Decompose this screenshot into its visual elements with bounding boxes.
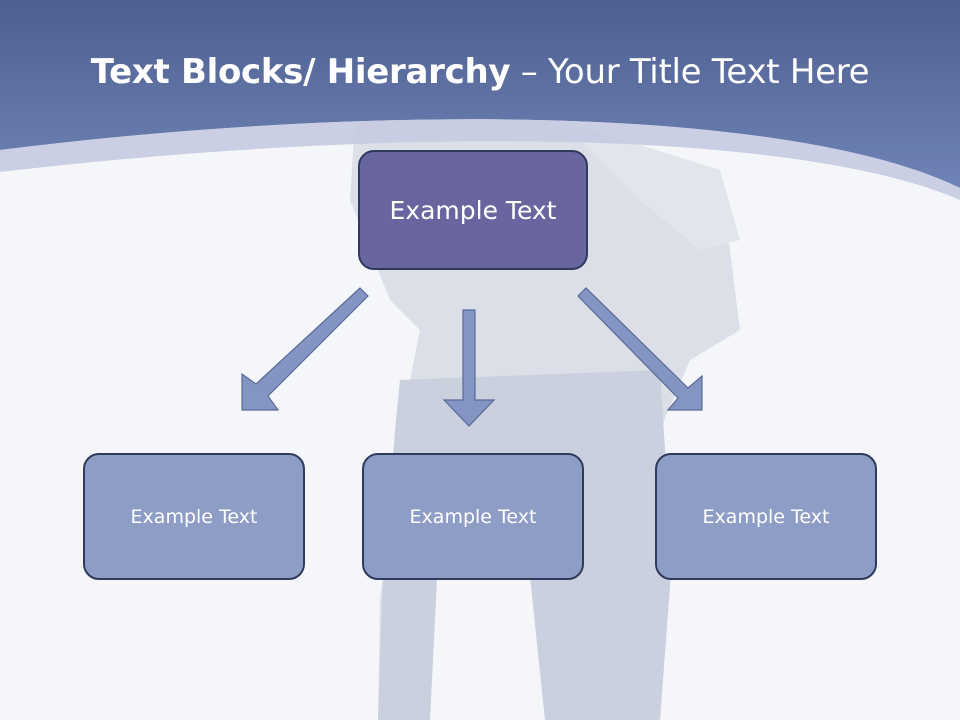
title-bold-part: Text Blocks/ Hierarchy bbox=[90, 52, 511, 92]
child-node-right: Example Text bbox=[655, 453, 877, 580]
child-node-label: Example Text bbox=[130, 505, 258, 528]
root-node-label: Example Text bbox=[389, 195, 557, 225]
child-node-label: Example Text bbox=[409, 505, 537, 528]
child-node-label: Example Text bbox=[702, 505, 830, 528]
header-band bbox=[0, 0, 960, 188]
title-subtitle-part: Your Title Text Here bbox=[547, 52, 870, 92]
child-node-middle: Example Text bbox=[362, 453, 584, 580]
child-node-left: Example Text bbox=[83, 453, 305, 580]
title-separator: – bbox=[520, 52, 538, 92]
root-node: Example Text bbox=[358, 150, 588, 270]
header-swoosh bbox=[0, 119, 960, 200]
slide-title: Text Blocks/ Hierarchy – Your Title Text… bbox=[0, 52, 960, 92]
